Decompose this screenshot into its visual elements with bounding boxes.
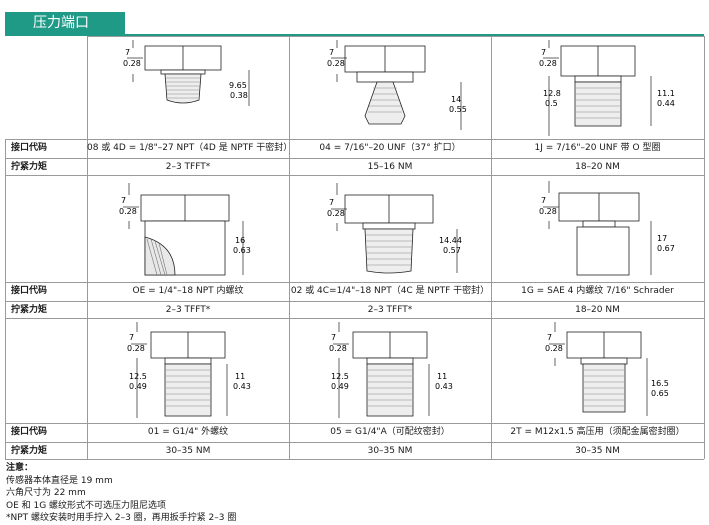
page-title: 压力端口 <box>5 12 125 34</box>
port-code-value: 02 或 4C=1/4"–18 NPT（4C 是 NPTF 干密封） <box>290 286 490 296</box>
notes-title: 注意： <box>6 463 34 473</box>
torque-value: 30–35 NM <box>165 446 211 456</box>
dim-label: 12.5 <box>129 372 147 381</box>
dim-label: 7 <box>129 333 134 342</box>
dim-label: 0.55 <box>449 105 467 114</box>
dim-label: 0.43 <box>435 382 453 391</box>
port-08-drawing: 7 0.28 9.65 0.38 <box>123 40 250 106</box>
note-line: OE 和 1G 螺纹形式不可选压力阻尼选项 <box>6 500 167 511</box>
dim-label: 0.63 <box>233 246 251 255</box>
grid-hline <box>87 36 704 37</box>
dim-label: 11 <box>437 372 447 381</box>
dim-label: 0.5 <box>545 99 558 108</box>
grid-hline <box>5 318 704 319</box>
port-oe-drawing: 7 0.28 16 0.63 <box>119 183 251 276</box>
dim-label: 0.67 <box>657 244 675 253</box>
dim-label: 7 <box>329 198 334 207</box>
port-code-value: 04 = 7/16"–20 UNF（37° 扩口） <box>319 143 461 153</box>
grid-hline <box>5 423 704 424</box>
port-1j-drawing: 7 0.28 12.8 0.5 11.1 0.44 <box>539 40 675 136</box>
grid-vline <box>87 36 88 459</box>
torque-value: 2–3 TFFT* <box>165 305 211 315</box>
dim-label: 0.38 <box>230 91 248 100</box>
torque-label: 拧紧力矩 <box>11 446 48 456</box>
dim-label: 16 <box>235 236 245 245</box>
port-2t-drawing: 7 0.28 16.5 0.65 <box>545 322 669 416</box>
port-04-drawing: 7 0.28 14 0.55 <box>327 40 467 130</box>
dim-label: 0.28 <box>123 59 141 68</box>
grid-vline <box>704 36 705 459</box>
port-code-label: 接口代码 <box>11 143 48 153</box>
port-05-drawing: 7 0.28 12.5 0.49 11 0.43 <box>329 322 453 418</box>
dim-label: 14.44 <box>439 236 462 245</box>
dim-label: 0.44 <box>657 99 675 108</box>
port-code-label: 接口代码 <box>11 286 48 296</box>
port-code-value: 1G = SAE 4 内螺纹 7/16" Schrader <box>521 286 674 296</box>
notes-block: 注意： 传感器本体直径是 19 mm 六角尺寸为 22 mm OE 和 1G 螺… <box>6 462 236 525</box>
dim-label: 0.49 <box>129 382 147 391</box>
dim-label: 17 <box>657 234 667 243</box>
grid-vline <box>289 36 290 459</box>
port-01-drawing: 7 0.28 12.5 0.49 11 0.43 <box>127 322 251 418</box>
dim-label: 0.28 <box>539 59 557 68</box>
dim-label: 0.28 <box>327 209 345 218</box>
dim-label: 0.28 <box>545 344 563 353</box>
dim-label: 7 <box>329 48 334 57</box>
dim-label: 0.28 <box>329 344 347 353</box>
dim-label: 7 <box>121 196 126 205</box>
grid-hline <box>5 459 704 460</box>
port-02-drawing: 7 0.28 14.44 0.57 <box>327 183 462 274</box>
dim-label: 9.65 <box>229 81 247 90</box>
note-line: 传感器本体直径是 19 mm <box>6 475 113 486</box>
torque-value: 2–3 TFFT* <box>367 305 413 315</box>
dim-label: 0.65 <box>651 389 669 398</box>
port-code-value: 1J = 7/16"–20 UNF 带 O 型圈 <box>534 143 661 153</box>
grid-hline <box>5 282 704 283</box>
dim-label: 7 <box>541 196 546 205</box>
torque-value: 18–20 NM <box>575 305 620 315</box>
dim-label: 7 <box>547 333 552 342</box>
dim-label: 12.5 <box>331 372 349 381</box>
port-code-label: 接口代码 <box>11 427 48 437</box>
dim-label: 11 <box>235 372 245 381</box>
port-code-value: 08 或 4D = 1/8"–27 NPT（4D 是 NPTF 干密封） <box>87 143 293 153</box>
dim-label: 7 <box>125 48 130 57</box>
grid-hline <box>5 175 704 176</box>
torque-value: 30–35 NM <box>367 446 413 456</box>
dim-label: 7 <box>331 333 336 342</box>
port-code-value: OE = 1/4"–18 NPT 内螺纹 <box>132 286 244 296</box>
grid-hline <box>5 442 704 443</box>
torque-value: 30–35 NM <box>575 446 620 456</box>
port-code-value: 01 = G1/4" 外螺纹 <box>147 427 229 437</box>
dim-label: 12.8 <box>543 89 561 98</box>
note-line: *NPT 螺纹安装时用手拧入 2–3 圈，再用扳手拧紧 2–3 圈 <box>6 513 237 523</box>
grid-hline <box>5 139 704 140</box>
grid-vline <box>491 36 492 459</box>
dim-label: 16.5 <box>651 379 669 388</box>
grid-hline <box>5 301 704 302</box>
dim-label: 0.49 <box>331 382 349 391</box>
dim-label: 0.28 <box>327 59 345 68</box>
port-1g-drawing: 7 0.28 17 0.67 <box>539 181 675 276</box>
dim-label: 0.28 <box>539 207 557 216</box>
torque-value: 18–20 NM <box>575 162 620 172</box>
dim-label: 14 <box>451 95 461 104</box>
port-code-value: 2T = M12x1.5 高压用（须配金属密封圈） <box>510 427 685 437</box>
grid-hline <box>5 158 704 159</box>
note-line: 六角尺寸为 22 mm <box>6 488 86 498</box>
torque-value: 15–16 NM <box>367 162 413 172</box>
port-code-value: 05 = G1/4"A（可配纹密封） <box>330 427 450 437</box>
dim-label: 0.57 <box>443 246 461 255</box>
dim-label: 0.28 <box>127 344 145 353</box>
dim-label: 11.1 <box>657 89 675 98</box>
dim-label: 0.43 <box>233 382 251 391</box>
header-rule <box>5 12 704 36</box>
dim-label: 7 <box>541 48 546 57</box>
grid-vline <box>5 139 6 459</box>
torque-label: 拧紧力矩 <box>11 162 48 172</box>
dim-label: 0.28 <box>119 207 137 216</box>
torque-value: 2–3 TFFT* <box>165 162 211 172</box>
torque-label: 拧紧力矩 <box>11 305 48 315</box>
